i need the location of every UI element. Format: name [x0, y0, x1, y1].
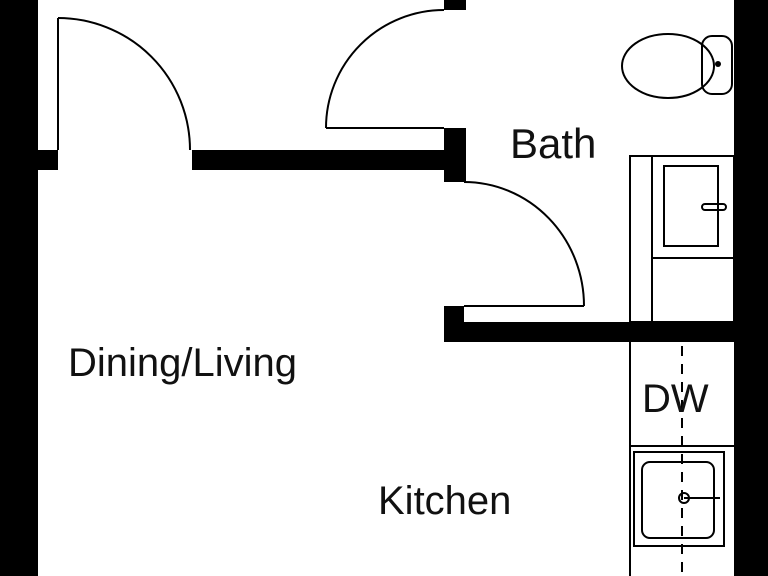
kitchen-sink: [633, 451, 725, 547]
bath-sink: [629, 155, 735, 323]
room-label-bath: Bath: [510, 120, 596, 167]
room-label-kitchen: Kitchen: [378, 479, 511, 523]
room-label-dw: DW: [642, 377, 709, 421]
door-swing-bath-lower: [463, 181, 585, 307]
door-swing-entry: [57, 17, 191, 151]
door-swing-bath-upper: [325, 9, 445, 129]
bath-bottom-wall: [444, 322, 734, 342]
right-exterior-wall: [734, 0, 768, 576]
room-label-dining-living: Dining/Living: [68, 341, 297, 385]
left-wall-stub: [38, 150, 58, 170]
bath-wall-mid: [444, 128, 466, 182]
bath-wall-upper: [444, 0, 466, 10]
toilet: [621, 33, 733, 99]
left-exterior-wall: [0, 0, 38, 576]
hall-wall: [192, 150, 462, 170]
